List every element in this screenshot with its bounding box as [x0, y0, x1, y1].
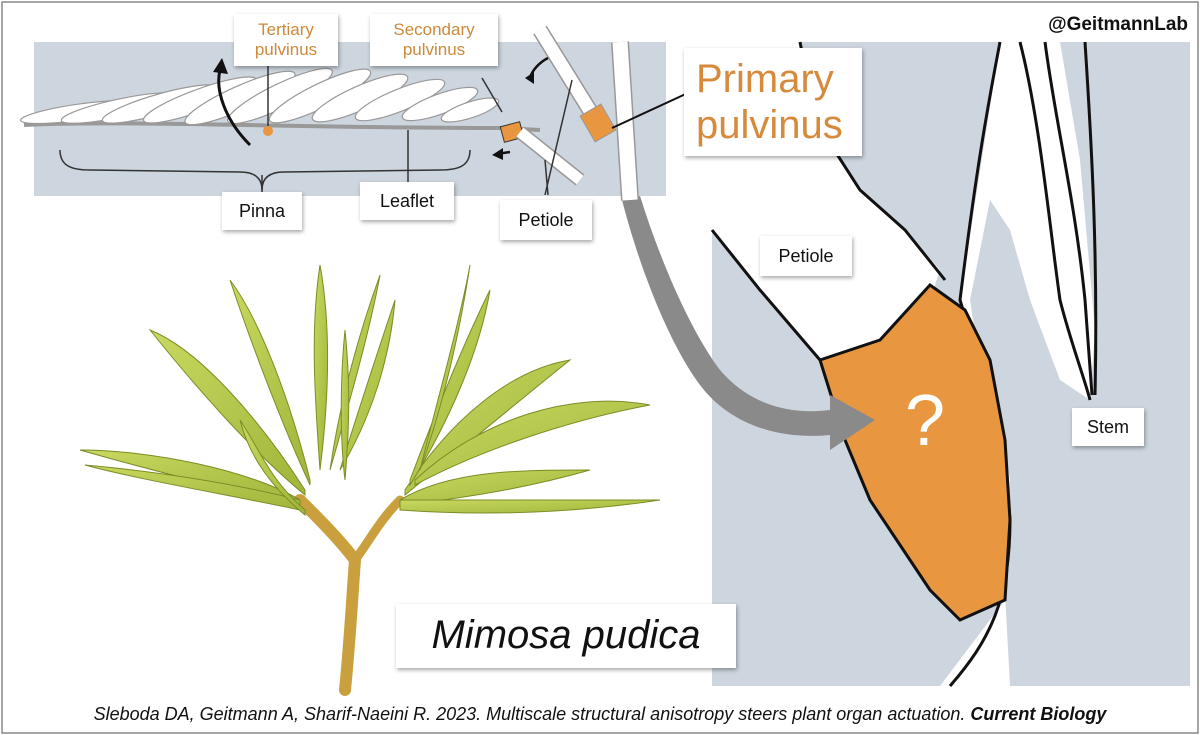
- petiole-large-label: Petiole: [760, 236, 852, 276]
- citation: Sleboda DA, Geitmann A, Sharif-Naeini R.…: [0, 704, 1200, 725]
- stem-region: [940, 42, 1095, 686]
- primary-pulvinus-enlarged: [818, 283, 1012, 622]
- leaflet-label: Leaflet: [360, 182, 454, 220]
- pinna-label: Pinna: [222, 192, 302, 230]
- species-name: Mimosa pudica: [396, 604, 736, 668]
- schematic-leaflets: [19, 67, 500, 126]
- tertiary-motion-arrow: [217, 69, 252, 147]
- question-mark: ?: [904, 381, 946, 461]
- zoom-arrow: [622, 196, 875, 450]
- stem-label: Stem: [1072, 408, 1144, 446]
- tertiary-pulvinus-marker: [263, 126, 273, 136]
- citation-journal: Current Biology: [970, 704, 1107, 724]
- citation-text: Sleboda DA, Geitmann A, Sharif-Naeini R.…: [93, 704, 966, 724]
- mimosa-plant: [79, 264, 661, 696]
- lab-handle: @GeitmannLab: [1048, 14, 1188, 35]
- primary-pulvinus-marker: [579, 103, 617, 143]
- petiole-small-label: Petiole: [500, 200, 592, 240]
